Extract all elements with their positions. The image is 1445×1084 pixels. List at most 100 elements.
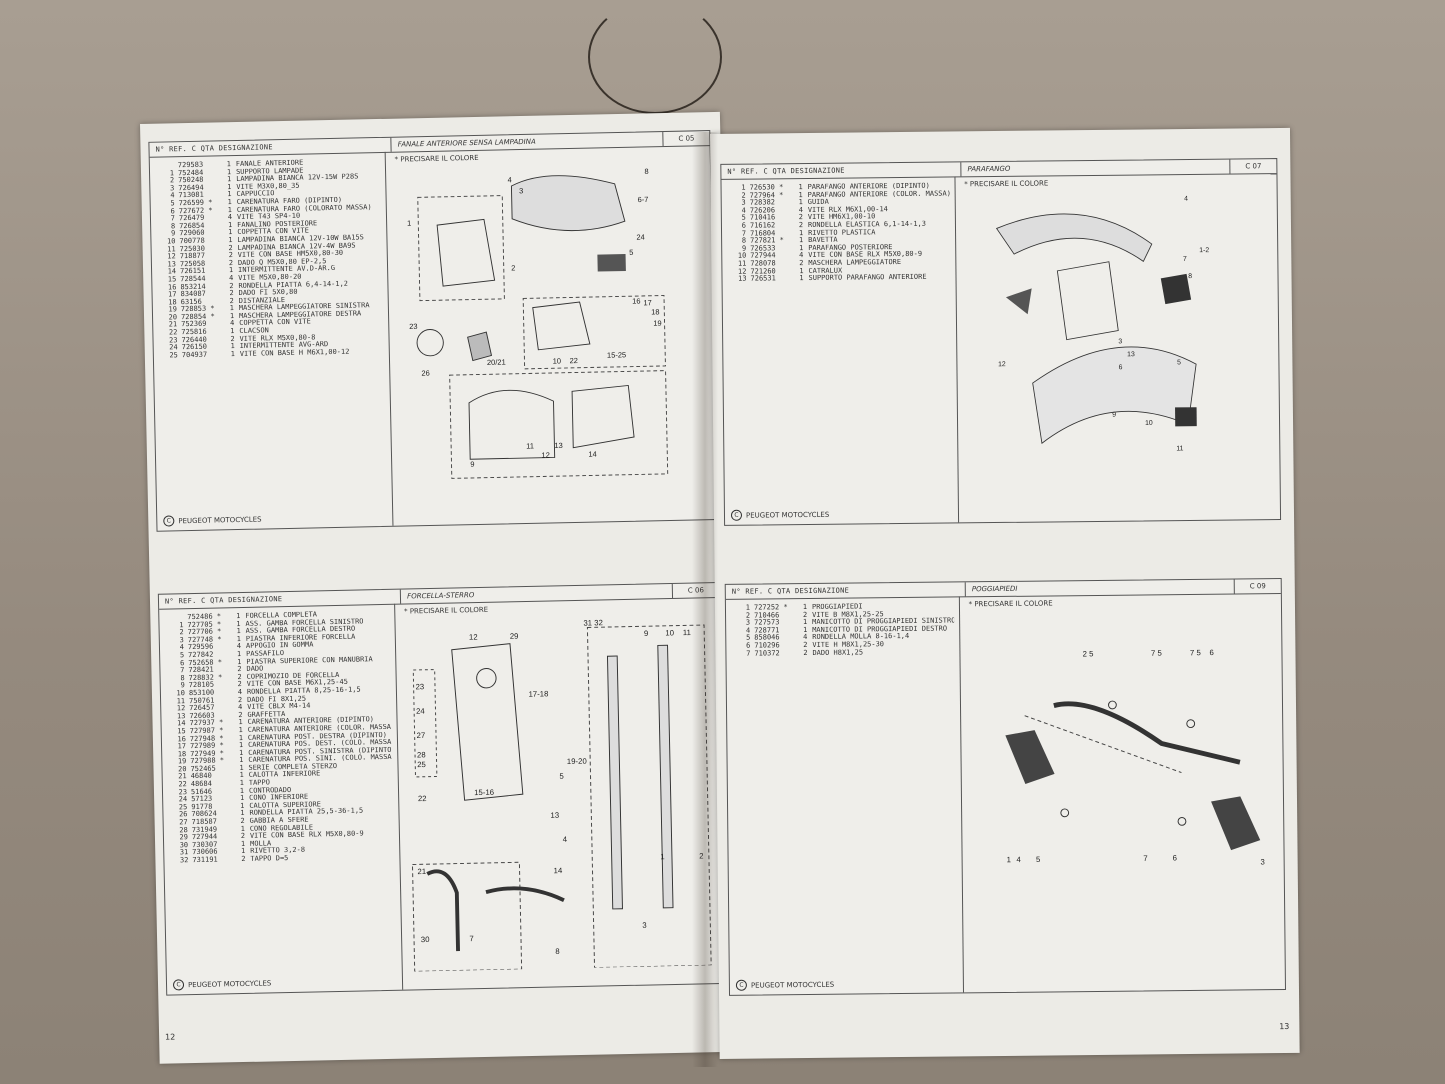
part-qty: 1 (799, 274, 804, 283)
panel-code: C 07 (1229, 159, 1277, 174)
panel-code: C 09 (1233, 579, 1281, 594)
diagram-callout: 2 (511, 263, 515, 272)
diagram-callout: 7 5 (1151, 649, 1163, 658)
diagram-callout: 8 (1188, 273, 1192, 280)
copyright-icon: C (163, 515, 175, 527)
diagram-callout: 14 (553, 866, 563, 875)
diagram-callout: 6-7 (637, 195, 648, 204)
footer-brand: PEUGEOT MOTOCYCLES (178, 515, 262, 525)
part-ref: 704937 (181, 350, 208, 360)
diagram-callout: 7 (1183, 256, 1187, 263)
diagram-callout: 11 (1176, 445, 1183, 452)
diagram-callout: 19 (653, 319, 662, 328)
diagram-callout: 25 (417, 760, 426, 769)
diagram-callout: 10 (1145, 420, 1153, 427)
diagram-callout: 5 (1177, 359, 1181, 366)
diagram-callout: 29 (510, 632, 519, 641)
part-number: 25 (169, 351, 178, 360)
diagram-callout: 4 (1184, 196, 1188, 203)
diagram-callout: 15-25 (607, 350, 626, 359)
diagram-callout: 16 (632, 297, 641, 306)
color-note: * PRECISARE IL COLORE (968, 599, 1053, 609)
part-description: SUPPORTO PARAFANGO ANTERIORE (808, 273, 927, 283)
diagram-callout: 2 5 (1082, 649, 1094, 658)
diagram-callout: 28 (417, 750, 426, 759)
panel-divider (954, 176, 960, 523)
copyright-icon: C (735, 979, 747, 991)
diagram-callout: 11 (683, 628, 691, 637)
diagram-callout: 10 (552, 356, 561, 365)
diagram-callout: 1 (1006, 855, 1010, 864)
diagram-callout: 26 (421, 369, 430, 378)
part-ref: 731191 (192, 855, 218, 865)
diagram-callout: 27 (416, 731, 425, 740)
diagram-callout: 7 (469, 934, 474, 943)
diagram-callout: 9 (470, 460, 474, 469)
page-number-left: 12 (165, 1032, 176, 1042)
diagram-callout: 5 (559, 772, 564, 781)
parts-catalog-booklet: N° REF. C QTA DESIGNAZIONE FANALE ANTERIO… (110, 92, 1345, 1077)
diagram-callout: 7 5 (1190, 648, 1202, 657)
diagram-callout: 18 (651, 307, 660, 316)
part-description: TAPPO D=5 (250, 854, 289, 863)
diagram-callout: 23 (409, 322, 418, 331)
panel-divider (958, 596, 965, 993)
diagram-callout: 8 (644, 167, 648, 176)
page-number-right: 13 (1279, 1021, 1290, 1032)
diagram-callout: 13 (554, 441, 563, 450)
diagram-callout: 24 (636, 233, 645, 242)
diagram-callout: 4 (562, 835, 567, 844)
panel-title: POGGIAPIEDI (964, 579, 1234, 597)
diagram-callout: 30 (421, 935, 431, 944)
diagram-callout: 22 (569, 356, 578, 365)
left-page: N° REF. C QTA DESIGNAZIONE FANALE ANTERIO… (140, 111, 740, 1064)
diagram-callout: 8 (555, 947, 560, 956)
column-headers: N° REF. C QTA DESIGNAZIONE (731, 586, 850, 596)
exploded-diagram: * PRECISARE IL COLORE1234578910111213141… (400, 601, 723, 972)
copyright-icon: C (730, 509, 743, 521)
part-number: 7 (746, 649, 751, 658)
column-headers: N° REF. C QTA DESIGNAZIONE (727, 166, 845, 176)
diagram-callout: 3 (1260, 857, 1264, 866)
diagram-callout: 12 (541, 451, 550, 460)
diagram-callout: 31 32 (583, 618, 603, 627)
diagram-callout: 3 (1118, 338, 1122, 345)
footer-brand: PEUGEOT MOTOCYCLES (750, 980, 835, 990)
diagram-callout: 20/21 (487, 358, 506, 367)
part-number: 32 (179, 856, 189, 865)
diagram-callout: 19-20 (567, 757, 588, 766)
copyright-icon: C (172, 979, 185, 991)
diagram-callout: 23 (415, 682, 424, 691)
diagram-callout: 6 (1172, 853, 1176, 862)
panel-title: FANALE ANTERIORE SENSA LAMPADINA (390, 132, 663, 152)
book-gutter (692, 132, 718, 1067)
diagram-callout: 1-2 (1199, 247, 1209, 254)
diagram-callout: 1 (407, 219, 411, 228)
diagram-callout: 4 (1016, 855, 1021, 864)
color-note: * PRECISARE IL COLORE (964, 179, 1049, 189)
diagram-callout: 3 (642, 921, 647, 930)
diagram-callout: 3 (519, 186, 523, 195)
diagram-callout: 11 (526, 441, 534, 450)
diagram-callout: 5 (629, 248, 633, 257)
diagram-callout: 4 (507, 175, 511, 184)
diagram-callout: 2 (699, 851, 704, 860)
part-description: DADO H8X1,25 (812, 648, 864, 657)
column-headers: N° REF. C QTA DESIGNAZIONE (164, 595, 283, 606)
